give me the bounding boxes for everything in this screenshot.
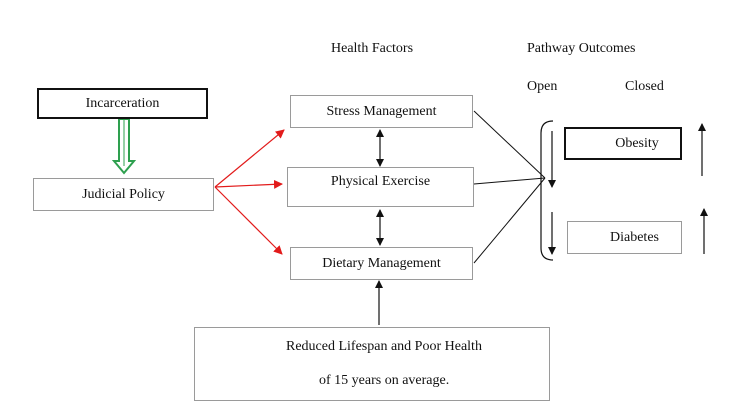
physical-exercise-label: Physical Exercise [330, 174, 431, 189]
reduced-lifespan-line1: Reduced Lifespan and Poor Health [286, 339, 482, 354]
closed-label: Closed [625, 79, 664, 94]
policy-to-exercise-arrow [214, 179, 283, 189]
incarceration-label: Incarceration [85, 95, 160, 111]
open-label: Open [527, 79, 558, 94]
incarceration-box: Incarceration [37, 88, 208, 119]
dietary-management-label: Dietary Management [322, 255, 441, 271]
judicial-policy-box: Judicial Policy [33, 178, 214, 211]
diabetes-box: Diabetes [567, 221, 682, 254]
obesity-box: Obesity [564, 127, 682, 160]
stress-management-box: Stress Management [290, 95, 473, 128]
diet-to-outcomes-line [473, 177, 546, 264]
policy-to-diet-arrow [214, 186, 283, 255]
physical-exercise-box: Physical Exercise [287, 167, 474, 207]
outcomes-bracket [540, 120, 554, 261]
dietary-management-box: Dietary Management [290, 247, 473, 280]
reduced-lifespan-line2: of 15 years on average. [319, 373, 450, 388]
incarceration-to-policy-arrow [111, 118, 137, 175]
judicial-policy-label: Judicial Policy [82, 186, 165, 202]
health-factors-header: Health Factors [331, 41, 414, 56]
reduced-lifespan-box: Reduced Lifespan and Poor Health of 15 y… [194, 327, 550, 401]
diabetes-label: Diabetes [610, 229, 659, 245]
stress-management-label: Stress Management [326, 103, 437, 119]
exercise-to-outcomes-line [473, 177, 546, 185]
pathway-outcomes-header: Pathway Outcomes [527, 41, 636, 56]
stress-to-outcomes-line [473, 110, 546, 179]
obesity-label: Obesity [615, 135, 659, 151]
policy-to-stress-arrow [214, 129, 285, 188]
